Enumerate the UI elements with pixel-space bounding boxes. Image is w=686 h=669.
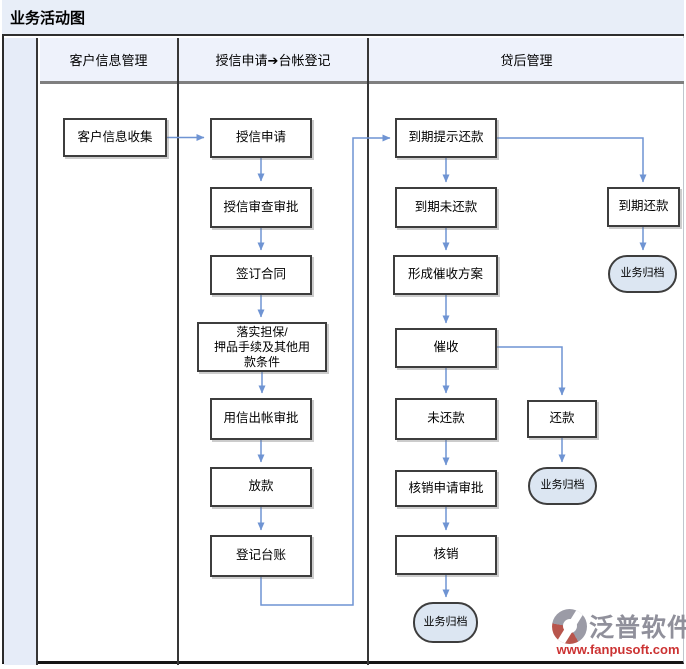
node-loan-disburse: 放款: [210, 467, 312, 507]
node-implement-guarantee: 落实担保/ 押品手续及其他用 款条件: [197, 322, 327, 372]
node-register-ledger: 登记台账: [210, 535, 312, 577]
node-collection: 催收: [395, 328, 497, 368]
node-archive-repaid: 业务归档: [528, 467, 597, 505]
node-sign-contract: 签订合同: [210, 255, 312, 295]
node-credit-apply: 授信申请: [210, 118, 312, 158]
node-archive-writeoff: 业务归档: [413, 602, 478, 643]
lane-header-postloan: 贷后管理: [369, 38, 684, 84]
node-repaid: 还款: [527, 400, 597, 438]
node-credit-review-approve: 授信审查审批: [210, 187, 312, 228]
lane-divider-1: [177, 38, 179, 665]
fanpu-logo-icon: [552, 608, 587, 644]
node-writeoff: 核销: [395, 535, 497, 575]
node-due-unpaid: 到期未还款: [395, 187, 497, 228]
node-writeoff-apply-approve: 核销申请审批: [395, 470, 497, 507]
node-unpaid: 未还款: [395, 398, 497, 440]
vendor-watermark: 泛普软件 www.fanpusoft.com: [552, 608, 686, 662]
node-form-collection-plan: 形成催收方案: [393, 255, 498, 295]
swimlane-side-column: [4, 38, 38, 665]
lane-header-credit-ledger: 授信申请➔台帐登记: [179, 38, 367, 84]
watermark-brand: 泛普软件: [589, 614, 686, 642]
node-due-repaid: 到期还款: [607, 187, 680, 227]
node-due-repay-reminder: 到期提示还款: [395, 118, 497, 158]
lane-header-customer-info: 客户信息管理: [40, 38, 177, 84]
node-customer-info-collect: 客户信息收集: [63, 118, 167, 157]
node-archive-due-repaid: 业务归档: [608, 255, 677, 293]
node-credit-disbursement-approve: 用信出帐审批: [210, 398, 312, 440]
diagram-title: 业务活动图: [2, 0, 684, 36]
lane-divider-2: [367, 38, 369, 665]
watermark-url: www.fanpusoft.com: [556, 642, 680, 657]
